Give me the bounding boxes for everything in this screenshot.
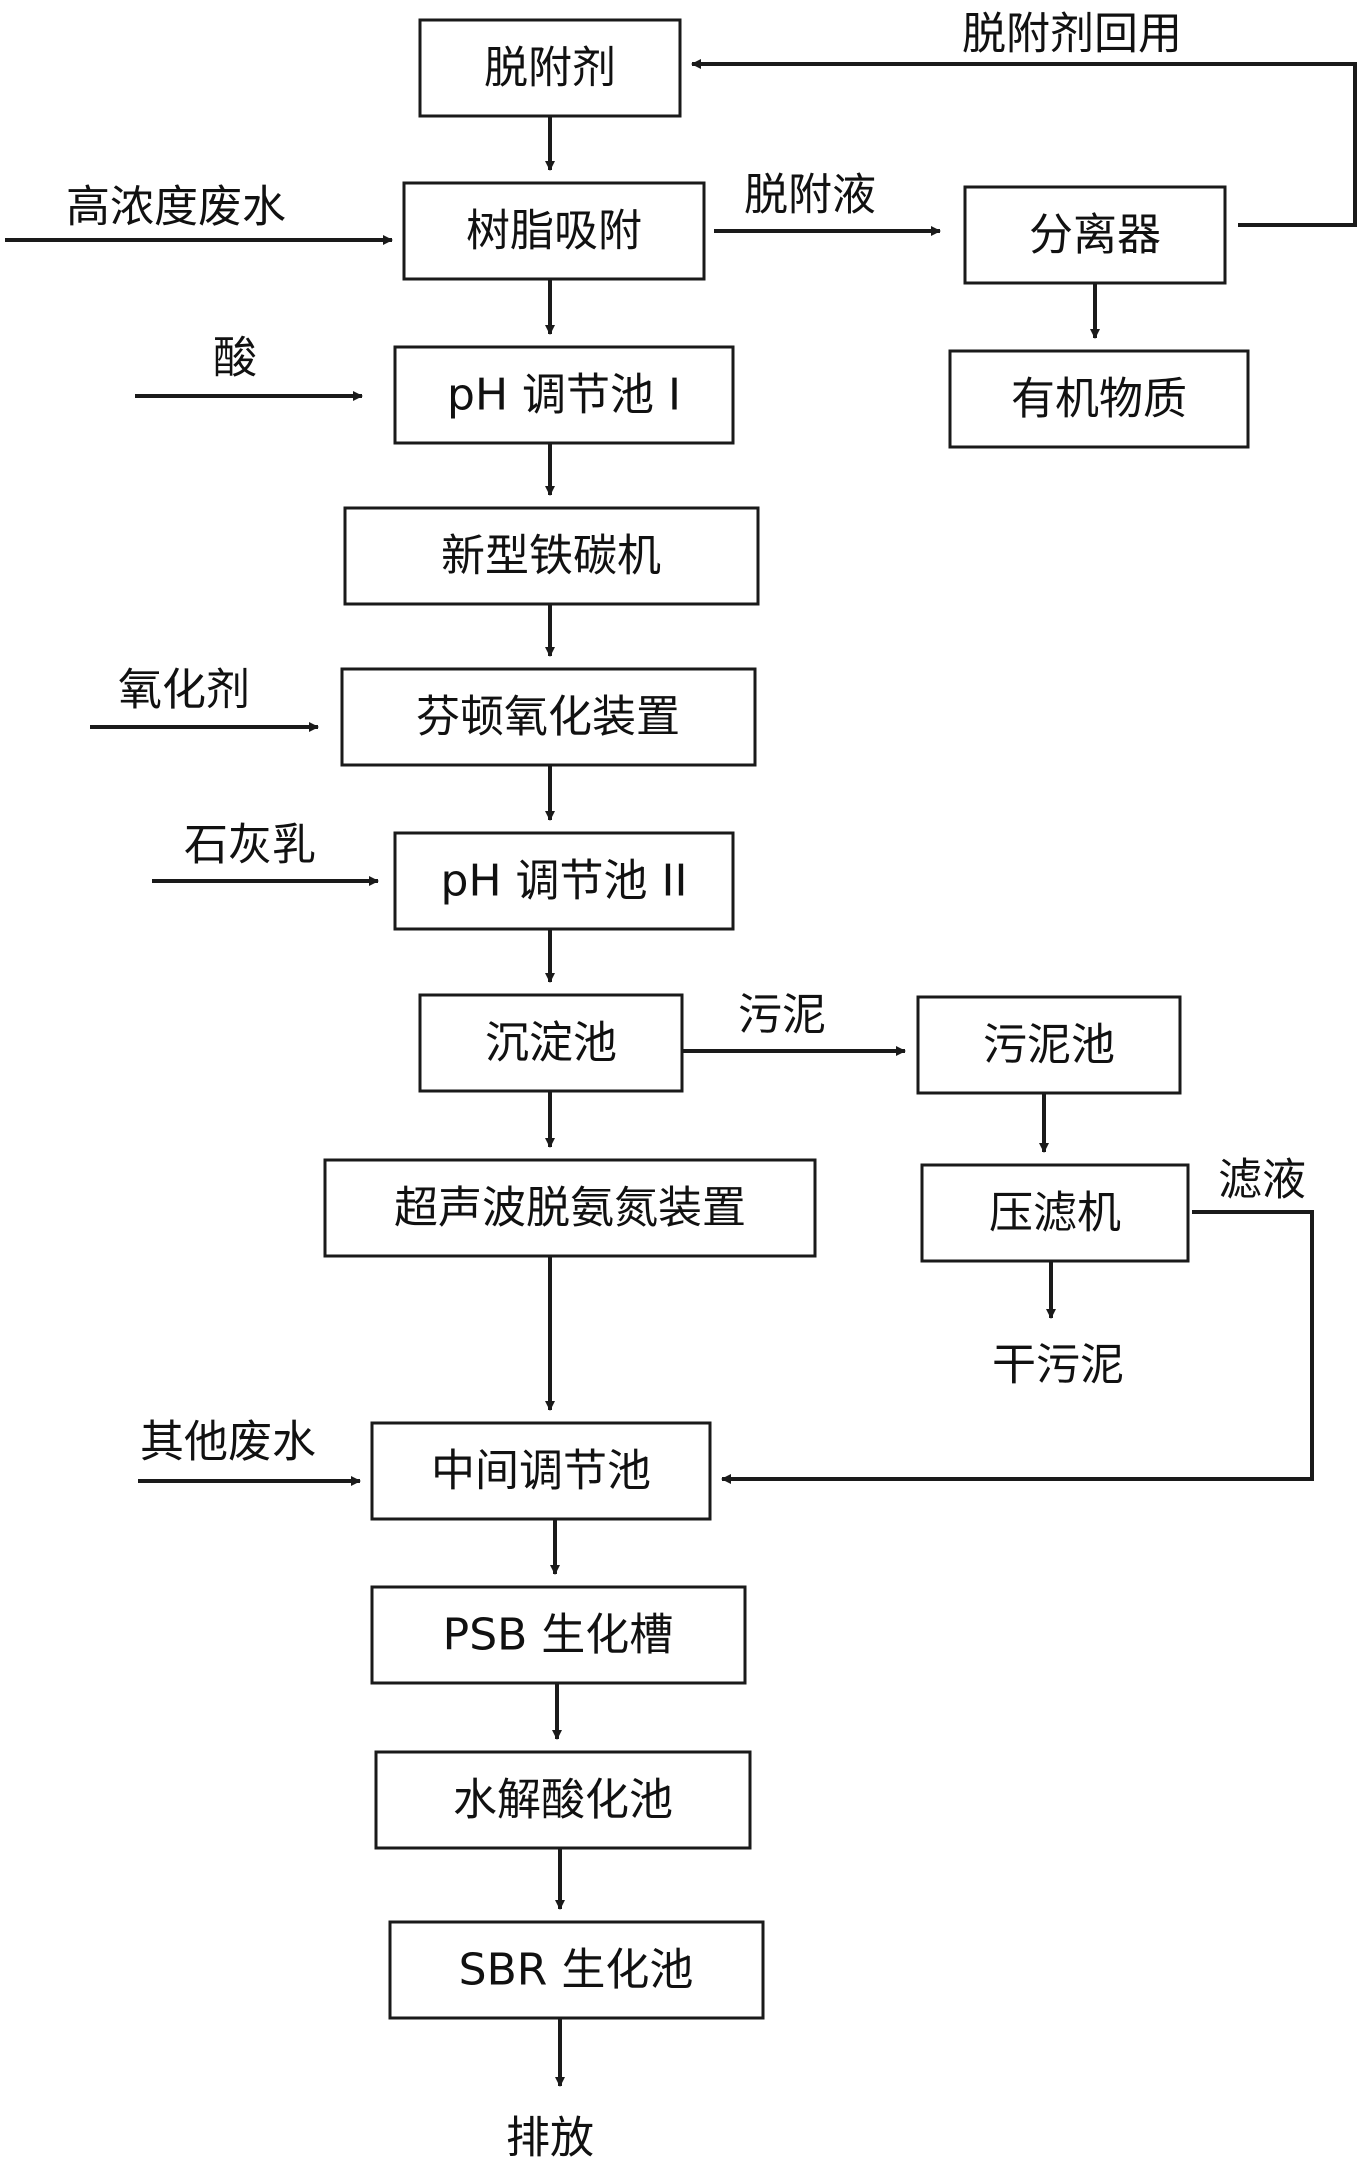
label-high-conc-wastewater: 高浓度废水 bbox=[66, 182, 286, 233]
box-sludge-tank: 污泥池 bbox=[916, 995, 1182, 1095]
box-sbr-tank-label: SBR 生化池 bbox=[459, 1945, 694, 1996]
box-sbr-tank: SBR 生化池 bbox=[388, 1920, 765, 2020]
label-acid: 酸 bbox=[213, 333, 257, 384]
box-ph-tank-2-label: pH 调节池 II bbox=[441, 856, 688, 907]
box-intermediate-tank-label: 中间调节池 bbox=[431, 1446, 651, 1497]
box-filter-press: 压滤机 bbox=[920, 1163, 1190, 1263]
box-ultrasonic-device: 超声波脱氨氮装置 bbox=[323, 1158, 817, 1258]
label-desorbent-reuse: 脱附剂回用 bbox=[962, 9, 1182, 60]
box-ph-tank-1: pH 调节池 I bbox=[393, 345, 735, 445]
box-filter-press-label: 压滤机 bbox=[989, 1188, 1121, 1239]
label-lime-milk: 石灰乳 bbox=[184, 820, 316, 871]
label-sludge: 污泥 bbox=[738, 990, 826, 1041]
box-sedimentation-tank: 沉淀池 bbox=[418, 993, 684, 1093]
box-psb-tank: PSB 生化槽 bbox=[370, 1585, 747, 1685]
box-ph-tank-2: pH 调节池 II bbox=[393, 831, 735, 931]
label-discharge: 排放 bbox=[506, 2113, 594, 2164]
box-psb-tank-label: PSB 生化槽 bbox=[443, 1610, 674, 1661]
flow-arrows bbox=[5, 59, 1357, 2087]
box-separator-label: 分离器 bbox=[1029, 210, 1161, 261]
process-boxes: 脱附剂 树脂吸附 分离器 有机物质 pH 调节池 I 新型铁碳机 芬顿氧化装置 bbox=[323, 18, 1250, 2020]
box-ph-tank-1-label: pH 调节池 I bbox=[447, 370, 681, 421]
label-filtrate: 滤液 bbox=[1218, 1155, 1306, 1206]
label-dry-sludge: 干污泥 bbox=[992, 1340, 1124, 1391]
box-separator: 分离器 bbox=[963, 185, 1227, 285]
box-fenton-device-label: 芬顿氧化装置 bbox=[416, 692, 680, 743]
label-oxidant: 氧化剂 bbox=[118, 665, 250, 716]
label-other-wastewater: 其他废水 bbox=[140, 1417, 316, 1468]
box-resin-adsorption-label: 树脂吸附 bbox=[466, 206, 642, 257]
box-hydrolysis-tank-label: 水解酸化池 bbox=[453, 1775, 673, 1826]
box-iron-carbon-machine-label: 新型铁碳机 bbox=[441, 531, 661, 582]
box-organic-matter: 有机物质 bbox=[948, 349, 1250, 449]
box-hydrolysis-tank: 水解酸化池 bbox=[374, 1750, 752, 1850]
arrow-filtrate-return bbox=[721, 1210, 1314, 1484]
box-fenton-device: 芬顿氧化装置 bbox=[340, 667, 757, 767]
box-desorbent: 脱附剂 bbox=[418, 18, 682, 118]
box-intermediate-tank: 中间调节池 bbox=[370, 1421, 712, 1521]
box-resin-adsorption: 树脂吸附 bbox=[402, 181, 706, 281]
label-desorption-liquid: 脱附液 bbox=[744, 170, 876, 221]
box-desorbent-label: 脱附剂 bbox=[484, 43, 616, 94]
box-sludge-tank-label: 污泥池 bbox=[983, 1020, 1115, 1071]
arrow-desorbent-reuse bbox=[691, 59, 1357, 227]
box-iron-carbon-machine: 新型铁碳机 bbox=[343, 506, 760, 606]
box-sedimentation-tank-label: 沉淀池 bbox=[485, 1018, 617, 1069]
box-organic-matter-label: 有机物质 bbox=[1011, 374, 1187, 425]
flow-labels: 脱附剂回用 高浓度废水 脱附液 酸 氧化剂 石灰乳 污泥 滤液 干污泥 其他废水… bbox=[66, 9, 1306, 2164]
box-ultrasonic-device-label: 超声波脱氨氮装置 bbox=[394, 1183, 746, 1234]
